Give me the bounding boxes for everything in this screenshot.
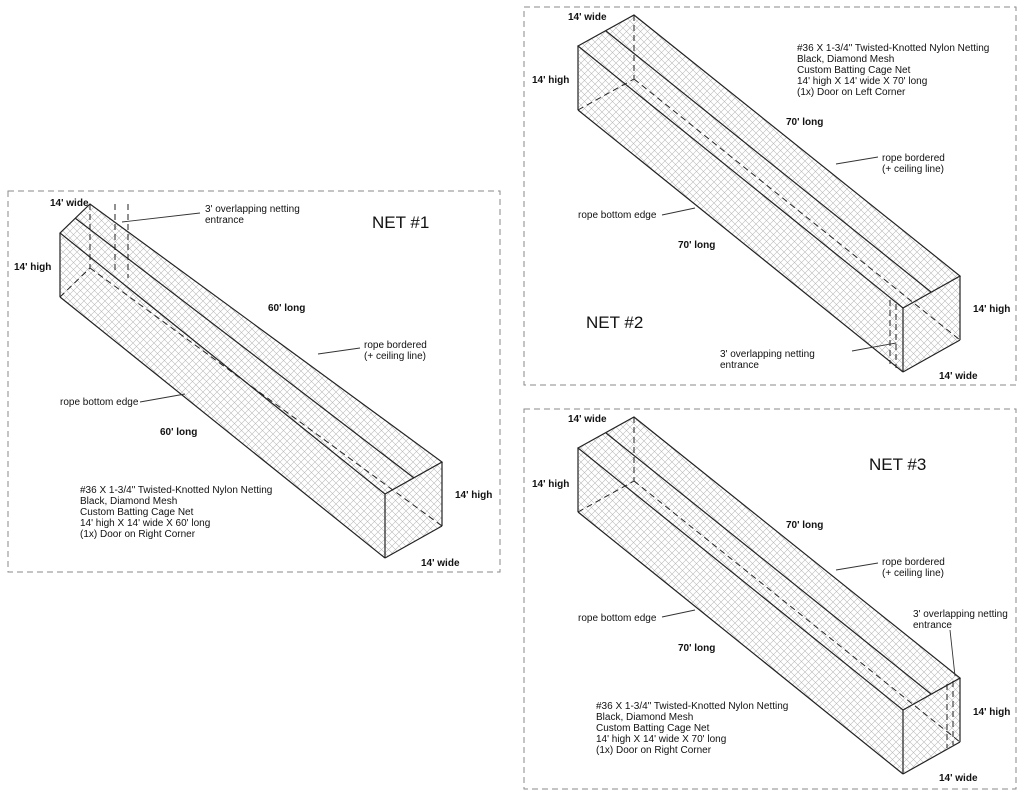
net-2-cage [576, 14, 962, 373]
net-1-ceiling-line [74, 217, 415, 479]
net-3-rope-bottom-label: rope bottom edge [578, 613, 657, 624]
net-1-width-bottom-label: 14' wide [421, 558, 460, 569]
net-3-entrance-leader [949, 629, 956, 677]
net-1-bottom-edge [59, 296, 386, 559]
net-3-end-bottom [902, 741, 961, 775]
net-1-cage [59, 203, 444, 559]
net-2-width-top-label: 14' wide [568, 12, 607, 23]
net-1-rope-bottom-leader [139, 393, 186, 403]
net-2-width-bottom-label: 14' wide [939, 371, 978, 382]
net-3-ceiling-line [605, 432, 932, 695]
net-3-entrance-label: 3' overlapping netting entrance [913, 609, 1011, 631]
net-2-entrance-label: 3' overlapping netting entrance [720, 349, 818, 371]
net-1-entrance-label: 3' overlapping netting entrance [205, 204, 303, 226]
net-2-spec: #36 X 1-3/4" Twisted-Knotted Nylon Netti… [797, 43, 992, 98]
net-1-hidden-bottom-long [89, 267, 443, 527]
net-3-width-top-label: 14' wide [568, 414, 607, 425]
net-2-bottom-edge [577, 109, 904, 373]
net-2-ceiling-line [605, 30, 932, 293]
net-2-height-left-label: 14' high [532, 75, 569, 86]
net-1-hidden-bottom-back [59, 267, 91, 298]
net-2-frame [523, 6, 1017, 386]
net-1-height-left-label: 14' high [14, 262, 51, 273]
net-1-mesh-side [60, 233, 385, 558]
net-1-panel: 14' wide 14' high 60' long 60' long 14' … [7, 190, 501, 573]
net-1-spec: #36 X 1-3/4" Twisted-Knotted Nylon Netti… [80, 485, 275, 540]
net-3-frame [523, 408, 1017, 790]
net-3-length-top-label: 70' long [786, 520, 823, 531]
net-3-rope-top-label: rope bordered (+ ceiling line) [882, 557, 948, 579]
net-1-rope-bottom-label: rope bottom edge [60, 397, 139, 408]
net-1-frame [7, 190, 501, 573]
net-3-mesh-side [578, 448, 903, 774]
net-2-title: NET #2 [586, 313, 643, 332]
net-1-height-right-label: 14' high [455, 490, 492, 501]
net-2-end-bottom [902, 339, 961, 373]
net-2-mesh-side [578, 46, 903, 372]
net-1-width-top-label: 14' wide [50, 198, 89, 209]
net-2-rope-top-label: rope bordered (+ ceiling line) [882, 153, 948, 175]
net-2-length-bottom-label: 70' long [678, 240, 715, 251]
net-1-title: NET #1 [372, 213, 429, 232]
net-2-rope-bottom-label: rope bottom edge [578, 210, 657, 221]
net-3-length-bottom-label: 70' long [678, 643, 715, 654]
net-1-end-bottom [384, 525, 443, 559]
net-2-rope-top-leader [835, 156, 879, 165]
net-3-panel: 14' wide 14' high 70' long 70' long 14' … [523, 408, 1017, 790]
net-1-entrance-leader [121, 212, 201, 223]
net-1-rope-top-label: rope bordered (+ ceiling line) [364, 340, 430, 362]
net-1-length-top-label: 60' long [268, 303, 305, 314]
net-1-length-bottom-label: 60' long [160, 427, 197, 438]
net-3-width-bottom-label: 14' wide [939, 773, 978, 784]
net-2-height-right-label: 14' high [973, 304, 1010, 315]
net-3-height-left-label: 14' high [532, 479, 569, 490]
net-3-rope-bottom-leader [661, 609, 696, 618]
net-1-rope-top-leader [317, 347, 361, 355]
net-3-rope-top-leader [835, 562, 879, 571]
net-3-title: NET #3 [869, 455, 926, 474]
net-2-rope-bottom-leader [661, 207, 696, 216]
net-2-panel: 14' wide 14' high 70' long 70' long 14' … [523, 6, 1017, 386]
net-3-spec: #36 X 1-3/4" Twisted-Knotted Nylon Netti… [596, 701, 791, 756]
net-2-length-top-label: 70' long [786, 117, 823, 128]
net-3-cage [576, 416, 962, 775]
net-3-height-right-label: 14' high [973, 707, 1010, 718]
net-1-mesh-top [60, 204, 442, 494]
net-3-bottom-edge [577, 511, 904, 775]
net-2-entrance-leader [851, 342, 897, 352]
